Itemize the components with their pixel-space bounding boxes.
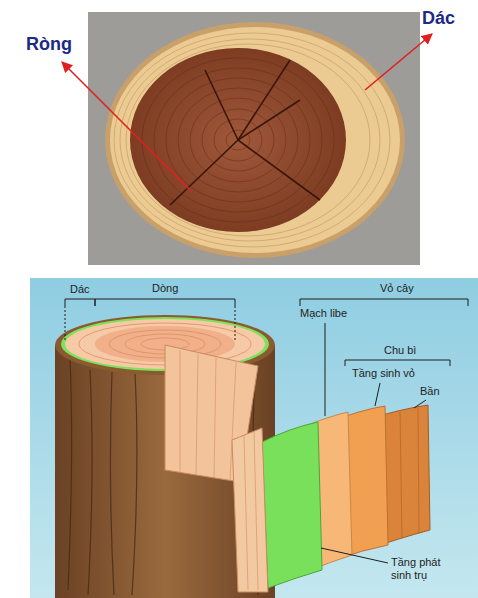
part-label: Ròng xyxy=(26,34,72,55)
part-label: Dòng xyxy=(152,282,178,294)
wood-photo xyxy=(62,12,432,265)
trunk-diagram xyxy=(30,278,478,598)
part-label: Dác xyxy=(422,8,455,29)
part-label: Tầng phát sinh trụ xyxy=(391,556,453,582)
part-label: Vỏ cây xyxy=(380,282,414,294)
part-label: Bần xyxy=(420,385,440,397)
part-label: Tầng sinh vỏ xyxy=(352,367,415,379)
part-label: Mạch libe xyxy=(300,307,347,319)
part-label: Dác xyxy=(70,283,90,295)
part-label: Chu bì xyxy=(384,344,416,356)
